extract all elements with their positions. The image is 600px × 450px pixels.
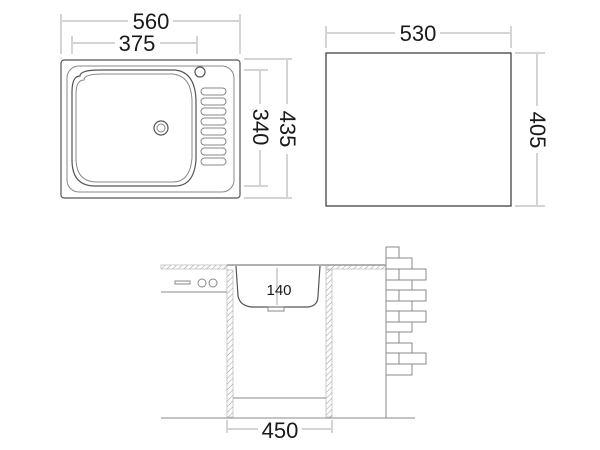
cutout-width-label: 530 [400,21,437,46]
bowl-depth-label: 340 [248,109,273,146]
section-view: 140 450 [160,246,427,443]
drainboard-ribs [200,87,227,166]
dimension-bowl-depth: 340 [244,69,273,187]
cutout-depth-label: 405 [525,112,550,149]
tap-hole-icon [194,66,206,78]
cabinet-width-label: 450 [262,418,299,443]
bowl-height-label: 140 [266,282,291,299]
bowl-width-label: 375 [119,31,156,56]
dimension-cutout-width: 530 [325,21,512,48]
sink-top-view: 560 375 340 435 [60,9,300,199]
dimension-bowl-width: 375 [71,31,198,56]
dimension-overall-width: 560 [60,9,241,54]
dimension-cabinet-width: 450 [226,418,333,443]
dimension-overall-depth: 435 [244,58,300,199]
brick-wall [385,246,427,418]
drain-icon [153,120,169,136]
cutout-view: 530 405 [325,21,550,207]
dimension-cutout-depth: 405 [515,52,550,207]
overall-depth-label: 435 [275,111,300,148]
overall-width-label: 560 [133,9,170,34]
